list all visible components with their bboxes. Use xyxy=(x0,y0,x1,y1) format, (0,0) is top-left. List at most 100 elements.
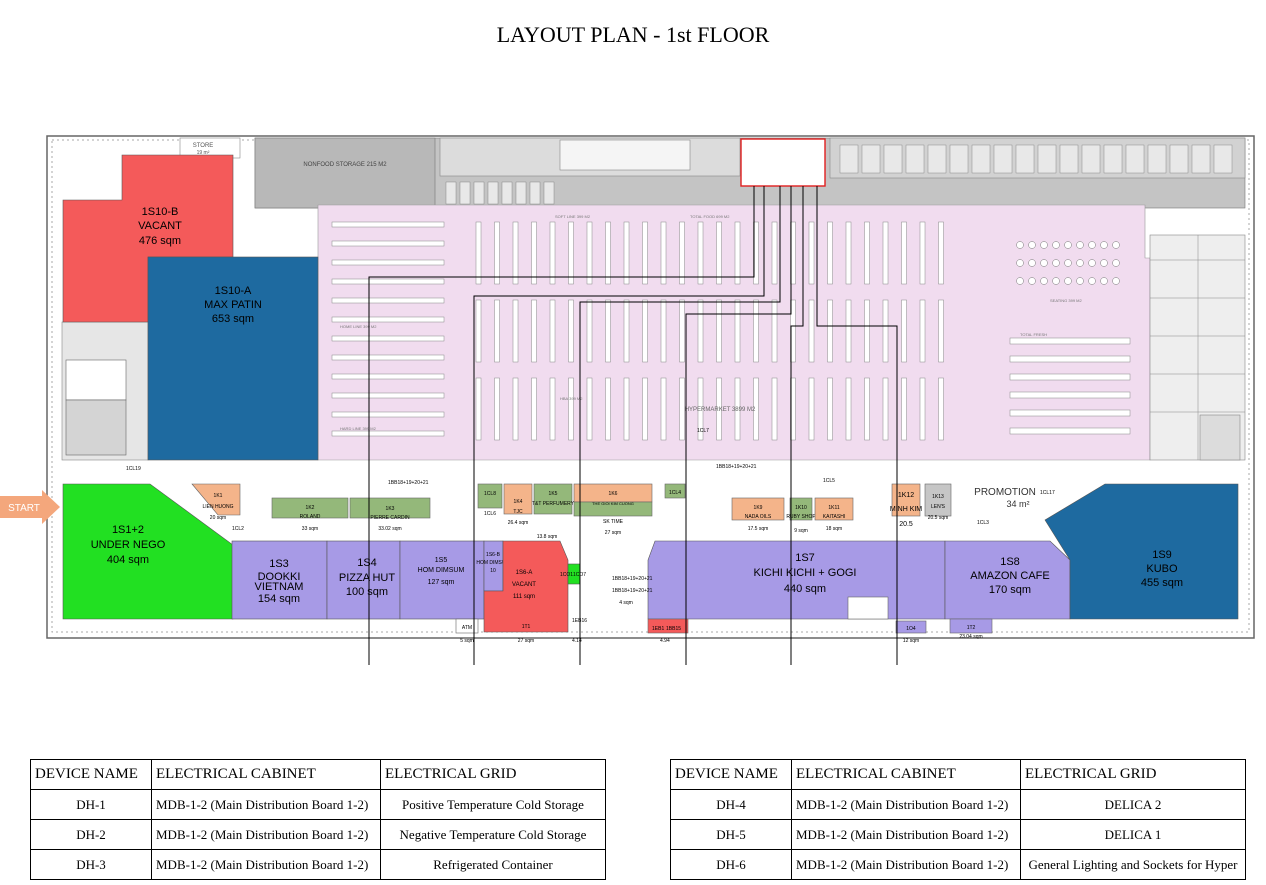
bb-label-5: 1EB1 xyxy=(652,626,664,632)
unit-1s6b-name: HOM DIMSUM xyxy=(476,560,509,566)
device-name-cell: DH-1 xyxy=(30,789,152,820)
kiosk-1k5-code: 1K5 xyxy=(549,491,558,497)
kiosk-1k6-lower xyxy=(573,501,653,517)
storage-rack xyxy=(487,181,499,205)
storage-rack xyxy=(1191,144,1211,174)
shelf-column xyxy=(882,299,889,363)
cl19-label: 1CL19 xyxy=(126,466,141,472)
kiosk-1k9-name: NADA OILS xyxy=(745,514,772,520)
unit-1s8-code: 1S8 xyxy=(1000,556,1020,568)
shelf-column xyxy=(808,299,815,363)
unit-1s10a xyxy=(147,256,319,461)
storage-rack xyxy=(473,181,485,205)
seating-table xyxy=(1052,259,1060,267)
hba-label: HBA 399 M2 xyxy=(560,396,583,401)
storage-rack xyxy=(1147,144,1167,174)
kiosk-1k3 xyxy=(349,497,431,519)
unit-1s10a-code: 1S10-A xyxy=(215,285,252,297)
seating-table xyxy=(1040,241,1048,249)
unit-1s5-code: 1S5 xyxy=(435,557,448,564)
shelf-column xyxy=(882,377,889,441)
hypermarket-label: HYPERMARKET 3899 M2 xyxy=(685,407,756,413)
seating-table xyxy=(1016,241,1024,249)
unit-1s10b-code: 1S10-B xyxy=(142,206,179,218)
kiosk-1k11-code: 1K11 xyxy=(828,505,840,511)
header-electrical-cabinet: ELECTRICAL CABINET xyxy=(151,759,381,790)
kiosk-1k11-area: 18 sqm xyxy=(826,526,842,532)
unit-1s5 xyxy=(399,540,485,620)
kiosk-1k1-code: 1K1 xyxy=(214,493,223,499)
kiosk-1k1-area: 20 sqm xyxy=(210,515,226,521)
unit-1s7-area: 440 sqm xyxy=(784,583,826,595)
fresh-counter xyxy=(1009,409,1131,417)
seating-table xyxy=(1076,277,1084,285)
shelf-row xyxy=(331,411,445,418)
header-electrical-cabinet: ELECTRICAL CABINET xyxy=(791,759,1021,790)
shelf-column xyxy=(734,221,741,285)
storage-rack xyxy=(949,144,969,174)
shelf-column xyxy=(716,377,722,441)
cl8-label: 1CL8 xyxy=(484,491,496,497)
o4-label: 1O4 xyxy=(906,626,916,632)
cl5-label: 1CL5 xyxy=(823,478,835,484)
shelf-column xyxy=(845,377,852,441)
bb-area-2: 4.94 xyxy=(660,638,670,644)
cable-route-dh-5 xyxy=(790,186,804,665)
unit-1s6a-area: 111 sqm xyxy=(513,594,535,600)
kiosk-1k6-area: 27 sqm xyxy=(605,530,621,536)
start-label: START xyxy=(8,503,40,514)
fresh-counter xyxy=(1009,373,1131,381)
shelf-column xyxy=(827,299,833,363)
seating-table xyxy=(1100,241,1108,249)
unit-1s3-area: 154 sqm xyxy=(258,593,300,605)
page-title: LAYOUT PLAN - 1st FLOOR xyxy=(496,22,770,47)
shelf-column xyxy=(697,221,704,285)
t1-area: 27 sqm xyxy=(518,638,534,644)
shelf-column xyxy=(475,377,482,441)
shelf-column xyxy=(938,299,944,363)
shelf-column xyxy=(882,221,889,285)
shelf-row xyxy=(331,430,445,437)
kiosk-1k12-area: 20.5 xyxy=(899,521,913,528)
kiosk-1k10-name: RUBY SHOP xyxy=(786,514,816,520)
kiosk-1cl8 xyxy=(477,483,503,509)
shelf-column xyxy=(605,221,611,285)
shelf-column xyxy=(568,299,574,363)
shelf-column xyxy=(919,377,926,441)
shelf-column xyxy=(864,221,870,285)
shelf-column xyxy=(475,221,482,285)
seating-table xyxy=(1076,259,1084,267)
bb-label-3: 1BB18+19+20+21 xyxy=(612,576,653,582)
shelf-column xyxy=(716,299,722,363)
seating-table xyxy=(1064,241,1072,249)
header-electrical-grid: ELECTRICAL GRID xyxy=(1020,759,1246,790)
unit-1s3-name: DOOKKI xyxy=(258,571,301,583)
table-row: DH-3 MDB-1-2 (Main Distribution Board 1-… xyxy=(30,849,606,880)
start-arrow xyxy=(0,490,60,524)
shelf-column xyxy=(753,299,759,363)
shelf-column xyxy=(808,377,815,441)
kiosk-1k12-code: 1K12 xyxy=(898,492,914,499)
shelf-column xyxy=(531,299,537,363)
cable-routes xyxy=(368,186,898,665)
grid-cell: Refrigerated Container xyxy=(380,849,606,880)
shelf-column xyxy=(494,299,500,363)
seating-table xyxy=(1088,241,1096,249)
seating-table xyxy=(1016,259,1024,267)
unit-1s8-area: 170 sqm xyxy=(989,584,1031,596)
grid-cell: DELICA 2 xyxy=(1020,789,1246,820)
shelf-column xyxy=(531,221,537,285)
table-row: DH-4 MDB-1-2 (Main Distribution Board 1-… xyxy=(670,789,1246,820)
shelf-column xyxy=(605,299,611,363)
bb-label-2: 1BB18+19+20+21 xyxy=(716,464,757,470)
shelf-column xyxy=(827,221,833,285)
shelf-row xyxy=(331,354,445,361)
bb-label-4: 1BB18+19+20+21 xyxy=(612,588,653,594)
shelf-column xyxy=(919,299,926,363)
header-device-name: DEVICE NAME xyxy=(30,759,152,790)
device-table-right: DEVICE NAME ELECTRICAL CABINET ELECTRICA… xyxy=(670,759,1246,880)
kiosk-1cl4 xyxy=(664,483,686,499)
storage-rack xyxy=(971,144,991,174)
unit-1s9 xyxy=(1044,483,1239,620)
cl3-label: 1CL3 xyxy=(977,520,989,526)
